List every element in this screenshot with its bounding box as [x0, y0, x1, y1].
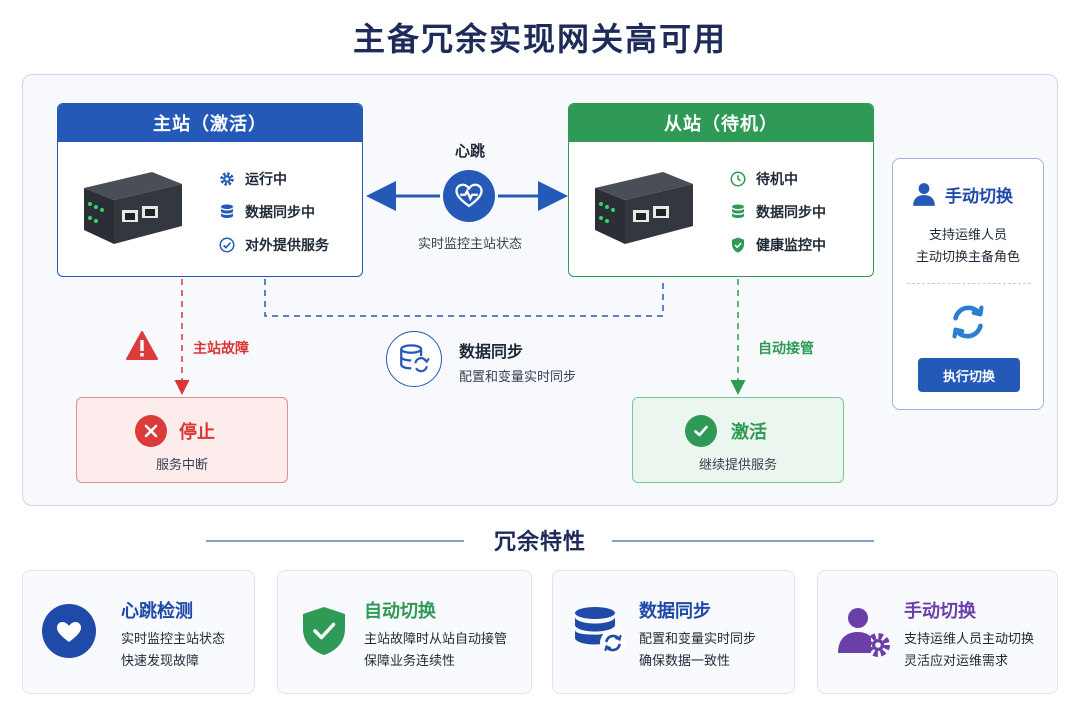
status-syncing: 数据同步中: [729, 195, 826, 228]
heartbeat-label: 心跳: [454, 142, 485, 160]
feature-title: 自动切换: [364, 601, 436, 622]
stop-result-card: 停止 服务中断: [76, 397, 288, 483]
divider: [907, 283, 1031, 284]
warning-icon: [126, 331, 158, 360]
primary-station-header: 主站（激活）: [58, 104, 362, 142]
feature-description: 主站故障时从站自动接管 保障业务连续性: [364, 632, 508, 669]
status-monitoring: 健康监控中: [729, 228, 826, 261]
feature-title: 心跳检测: [121, 601, 193, 622]
user-settings-icon: [838, 608, 890, 657]
status-running: 运行中: [218, 162, 329, 195]
manual-switch-title: 手动切换: [945, 186, 1013, 207]
manual-switch-description: 支持运维人员 主动切换主备角色: [915, 228, 1020, 265]
user-icon: [913, 183, 935, 206]
section-title: 冗余特性: [493, 530, 586, 555]
refresh-icon: [952, 305, 984, 339]
failure-label: 主站故障: [193, 341, 249, 357]
sync-subtitle: 配置和变量实时同步: [459, 370, 577, 385]
check-circle-icon: [219, 237, 235, 252]
section-divider-right: [612, 540, 874, 542]
shield-check-icon: [303, 607, 345, 655]
section-divider-left: [206, 540, 464, 542]
feature-card-data-sync: 数据同步 配置和变量实时同步 确保数据一致性: [552, 570, 795, 694]
stop-title: 停止: [179, 422, 215, 443]
status-standby: 待机中: [729, 162, 826, 195]
heart-icon: [42, 604, 96, 658]
database-sync-icon: [575, 607, 626, 656]
gateway-device-icon: [595, 172, 693, 244]
active-title: 激活: [731, 422, 767, 443]
takeover-label: 自动接管: [758, 341, 814, 357]
primary-station-card: 主站（激活） 运行中 数据同步中 对外提供服务: [57, 103, 363, 277]
execute-switch-button[interactable]: 执行切换: [918, 358, 1020, 392]
active-subtitle: 继续提供服务: [698, 458, 777, 473]
heartbeat-caption: 实时监控主站状态: [417, 237, 522, 252]
feature-title: 手动切换: [904, 601, 976, 622]
feature-title: 数据同步: [639, 601, 711, 622]
feature-description: 实时监控主站状态 快速发现故障: [121, 632, 226, 669]
error-icon: [135, 415, 167, 447]
backup-station-card: 从站（待机） 待机中 数据同步中 健康监控中: [568, 103, 874, 277]
clock-icon: [730, 171, 746, 186]
sync-title: 数据同步: [459, 342, 524, 361]
heart-pulse-icon: [455, 183, 483, 208]
feature-description: 配置和变量实时同步 确保数据一致性: [639, 632, 757, 669]
gear-icon: [220, 171, 234, 186]
database-sync-icon: [400, 344, 430, 373]
status-syncing: 数据同步中: [218, 195, 329, 228]
shield-check-icon: [732, 237, 744, 252]
feature-card-manual-switch: 手动切换 支持运维人员主动切换 灵活应对运维需求: [817, 570, 1058, 694]
feature-card-auto-switch: 自动切换 主站故障时从站自动接管 保障业务连续性: [277, 570, 532, 694]
gateway-device-icon: [84, 172, 182, 244]
feature-card-heartbeat: 心跳检测 实时监控主站状态 快速发现故障: [22, 570, 255, 694]
sync-badge: [386, 331, 442, 387]
page-title: 主备冗余实现网关高可用: [352, 20, 727, 58]
status-serving: 对外提供服务: [218, 228, 329, 261]
backup-station-header: 从站（待机）: [569, 104, 873, 142]
feature-description: 支持运维人员主动切换 灵活应对运维需求: [904, 632, 1035, 669]
check-icon: [685, 415, 717, 447]
database-icon: [732, 204, 744, 218]
heartbeat-badge: [443, 170, 495, 222]
manual-switch-card: 手动切换 支持运维人员 主动切换主备角色 执行切换: [892, 158, 1044, 410]
stop-subtitle: 服务中断: [155, 458, 208, 473]
active-result-card: 激活 继续提供服务: [632, 397, 844, 483]
database-icon: [221, 204, 233, 218]
